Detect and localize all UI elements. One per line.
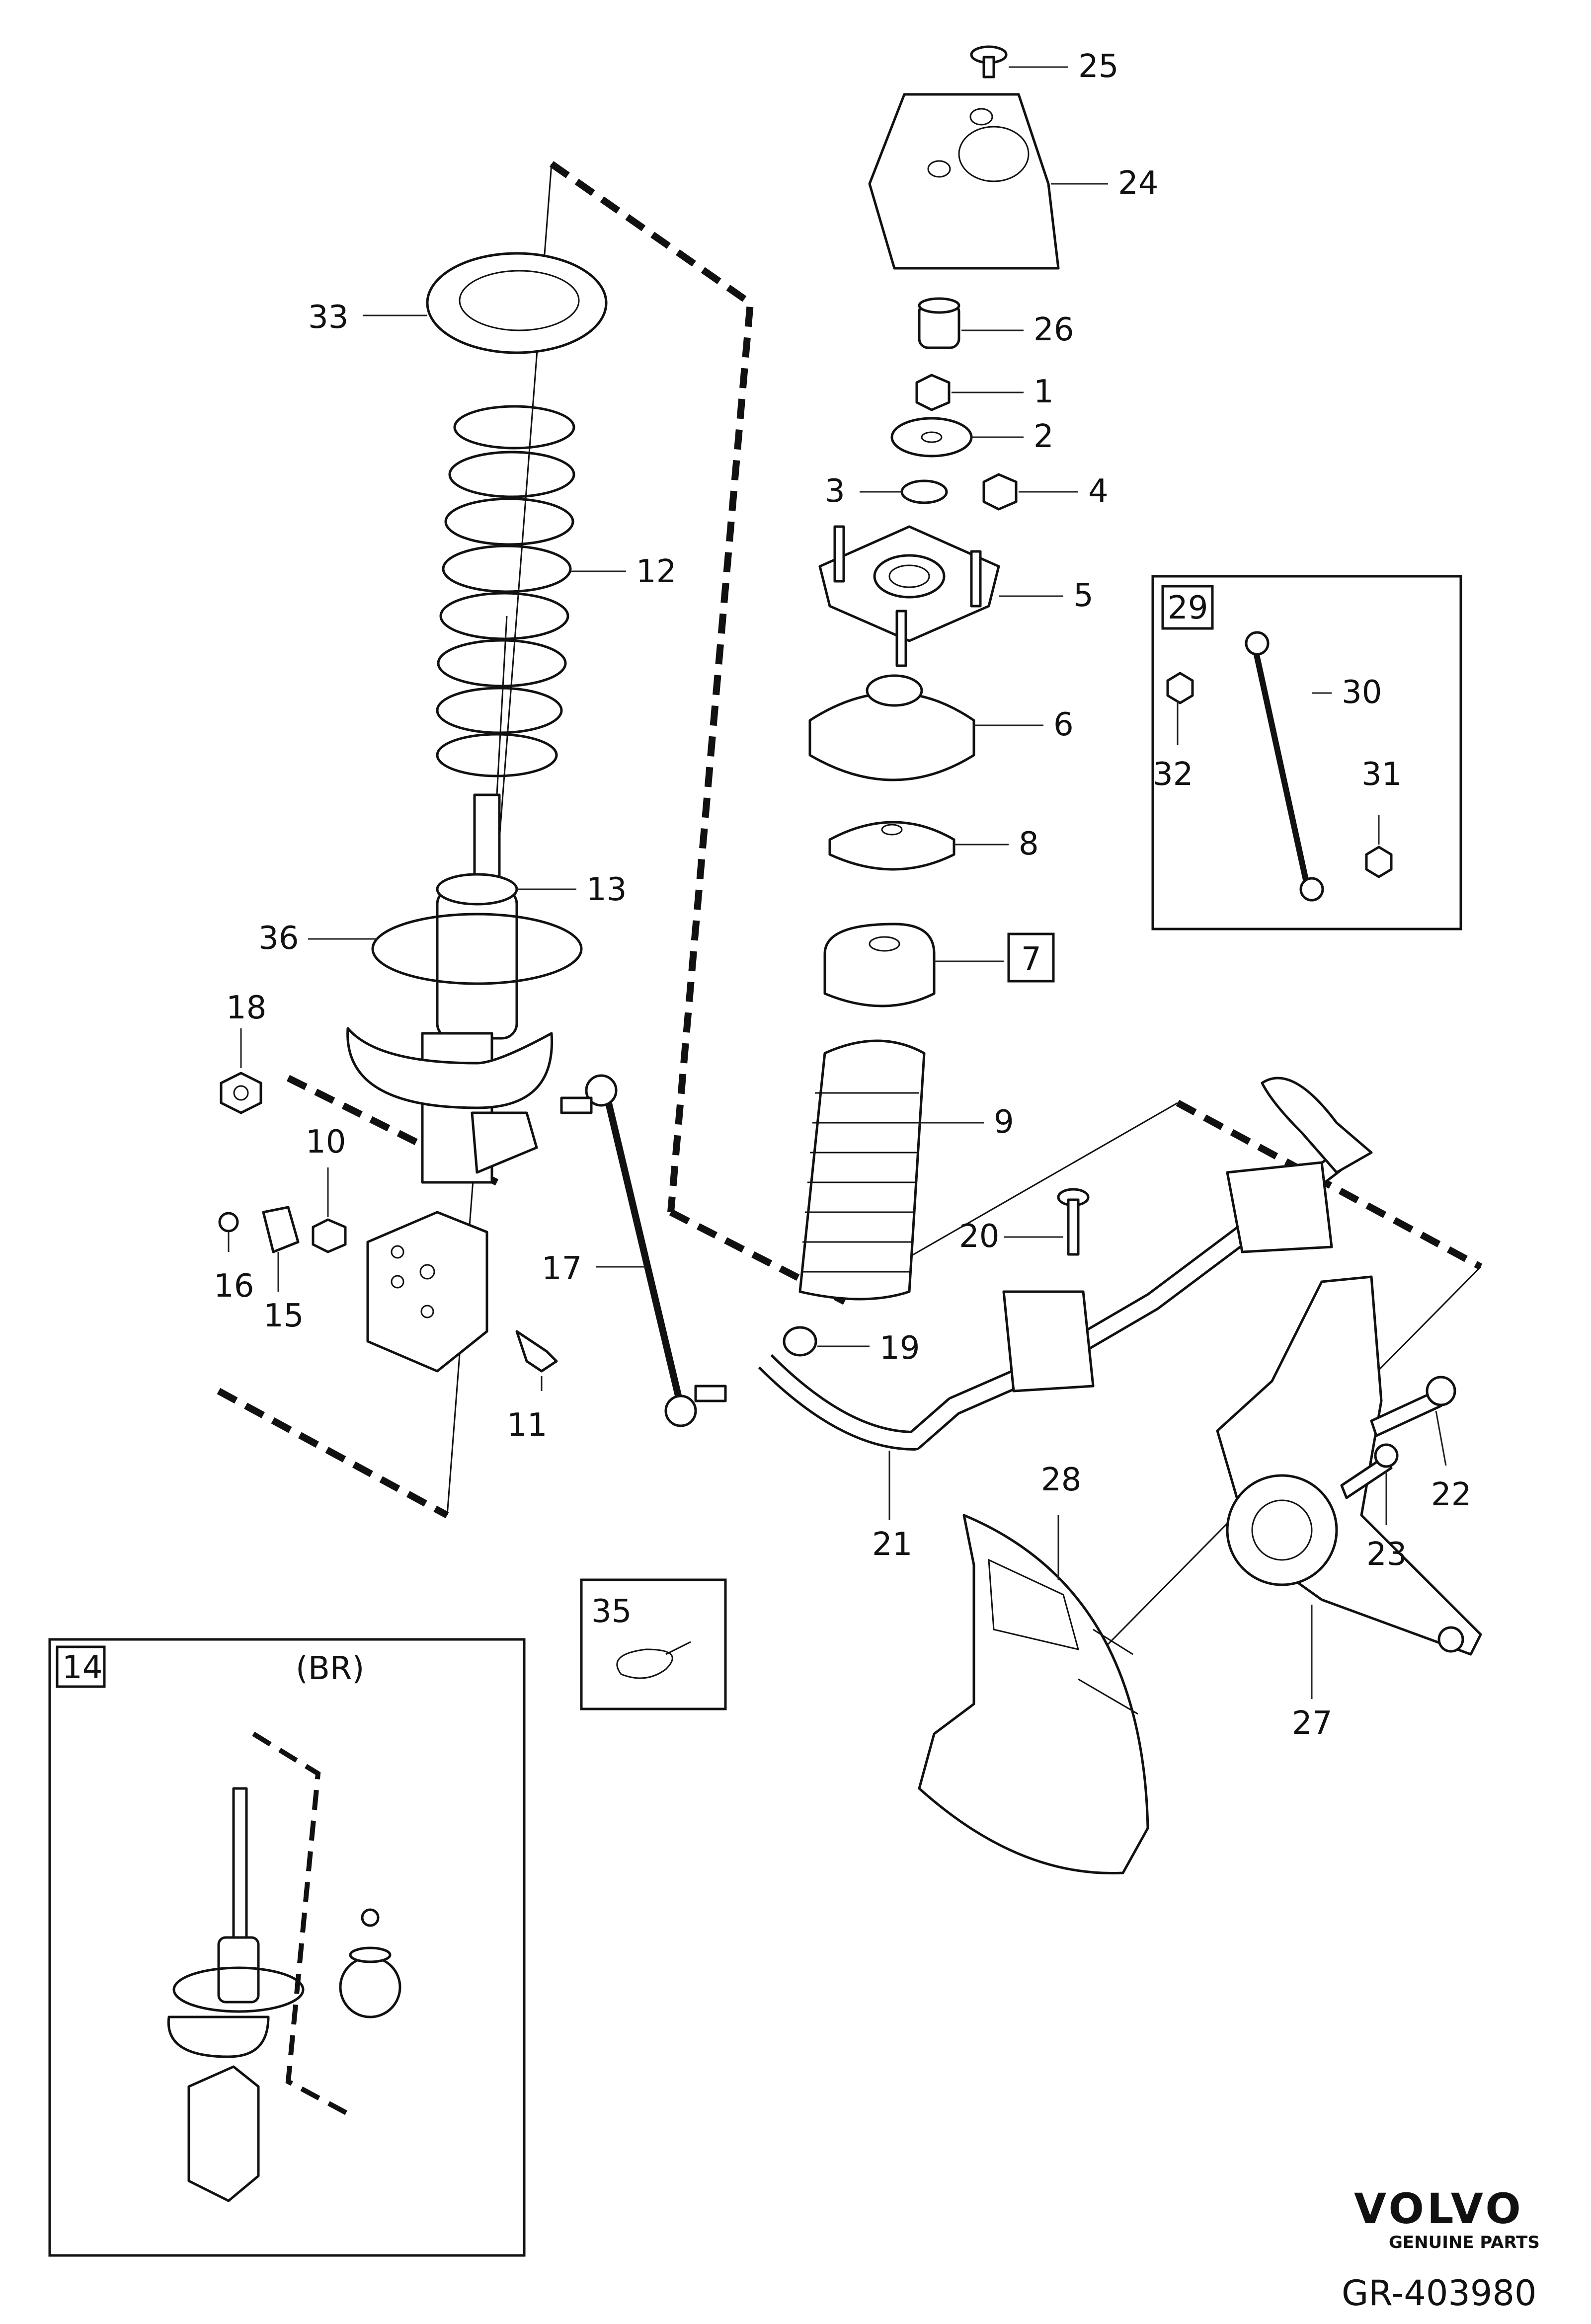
nut-1	[915, 374, 951, 411]
nut-4	[982, 473, 1018, 511]
callout-36: 36	[258, 920, 299, 957]
top-mount-5	[818, 525, 1000, 667]
clip-box-35	[580, 1578, 727, 1710]
bolt-11	[515, 1330, 558, 1373]
callout-19: 19	[879, 1330, 920, 1367]
callout-22: 22	[1431, 1476, 1471, 1513]
callout-11: 11	[507, 1407, 547, 1444]
callout-7: 7	[1021, 941, 1041, 978]
bearing-6	[808, 674, 975, 781]
callout-labels: 25 24 26 1 2 3 4 5 6 8 7 9 33 12 13 36 1…	[62, 48, 1471, 1742]
screw-25	[970, 45, 1008, 78]
callout-35: 35	[591, 1593, 632, 1630]
callout-1: 1	[1034, 374, 1054, 410]
strut-bracket	[366, 1111, 538, 1373]
nut-10	[312, 1218, 347, 1253]
bolt-20	[1057, 1188, 1090, 1256]
branding: VOLVO GENUINE PARTS GR-403980	[1342, 2184, 1540, 2314]
callout-7-box	[1007, 932, 1055, 983]
nut-19	[783, 1326, 817, 1357]
callout-33: 33	[308, 299, 348, 336]
callout-15: 15	[263, 1298, 304, 1334]
washer-2	[890, 417, 973, 458]
link-kit-box	[1151, 575, 1462, 930]
callout-23: 23	[1366, 1536, 1407, 1573]
callout-10: 10	[306, 1124, 346, 1161]
inset-variant-label: (BR)	[296, 1650, 364, 1687]
callout-18: 18	[226, 990, 266, 1026]
stabilizer-bar-21	[758, 1077, 1373, 1451]
callout-21: 21	[872, 1526, 912, 1563]
callout-14: 14	[62, 1649, 102, 1686]
brand-tagline: GENUINE PARTS	[1389, 2233, 1540, 2252]
splash-shield-28	[918, 1514, 1149, 1875]
coil-spring	[436, 405, 575, 795]
callout-31: 31	[1361, 756, 1402, 793]
clip-3	[900, 479, 948, 504]
callout-29: 29	[1168, 590, 1208, 626]
callout-12: 12	[636, 553, 676, 590]
callout-27: 27	[1292, 1705, 1332, 1742]
leader-lines	[228, 66, 1447, 1699]
callout-20: 20	[959, 1218, 999, 1255]
callout-5: 5	[1073, 577, 1094, 614]
callout-24: 24	[1118, 165, 1158, 202]
stabilizer-link-17	[560, 1074, 727, 1427]
steering-knuckle-27	[1216, 1275, 1482, 1656]
dust-boot-9	[798, 1039, 926, 1301]
spring-lower-seat	[346, 913, 583, 1109]
callout-26: 26	[1034, 311, 1074, 348]
spring-seat-8	[828, 821, 955, 871]
nut-18	[220, 1072, 262, 1114]
callout-32: 32	[1153, 756, 1193, 793]
callout-30: 30	[1342, 674, 1382, 711]
bolt-22	[1370, 1376, 1456, 1437]
spring-upper-seat	[426, 252, 608, 354]
callout-3: 3	[825, 473, 845, 510]
bolt-23	[1340, 1443, 1399, 1499]
callout-25: 25	[1078, 48, 1118, 85]
brand-name: VOLVO	[1354, 2184, 1524, 2233]
callout-13: 13	[586, 871, 627, 908]
plate-15	[262, 1206, 300, 1253]
callout-8: 8	[1019, 826, 1039, 862]
bump-cap-7	[823, 923, 936, 1007]
bolt-16	[218, 1212, 239, 1233]
callout-6: 6	[1053, 706, 1074, 743]
callout-16: 16	[214, 1268, 254, 1305]
callout-17: 17	[542, 1250, 582, 1287]
callout-28: 28	[1041, 1462, 1081, 1498]
inset-box-14	[48, 1638, 526, 2257]
strut-top-cover	[868, 93, 1060, 270]
bump-stop-26	[918, 297, 960, 349]
diagram-reference: GR-403980	[1342, 2273, 1537, 2314]
callout-9: 9	[994, 1104, 1014, 1141]
callout-2: 2	[1034, 418, 1054, 455]
shock-absorber	[421, 793, 518, 1184]
callout-4: 4	[1088, 473, 1109, 510]
